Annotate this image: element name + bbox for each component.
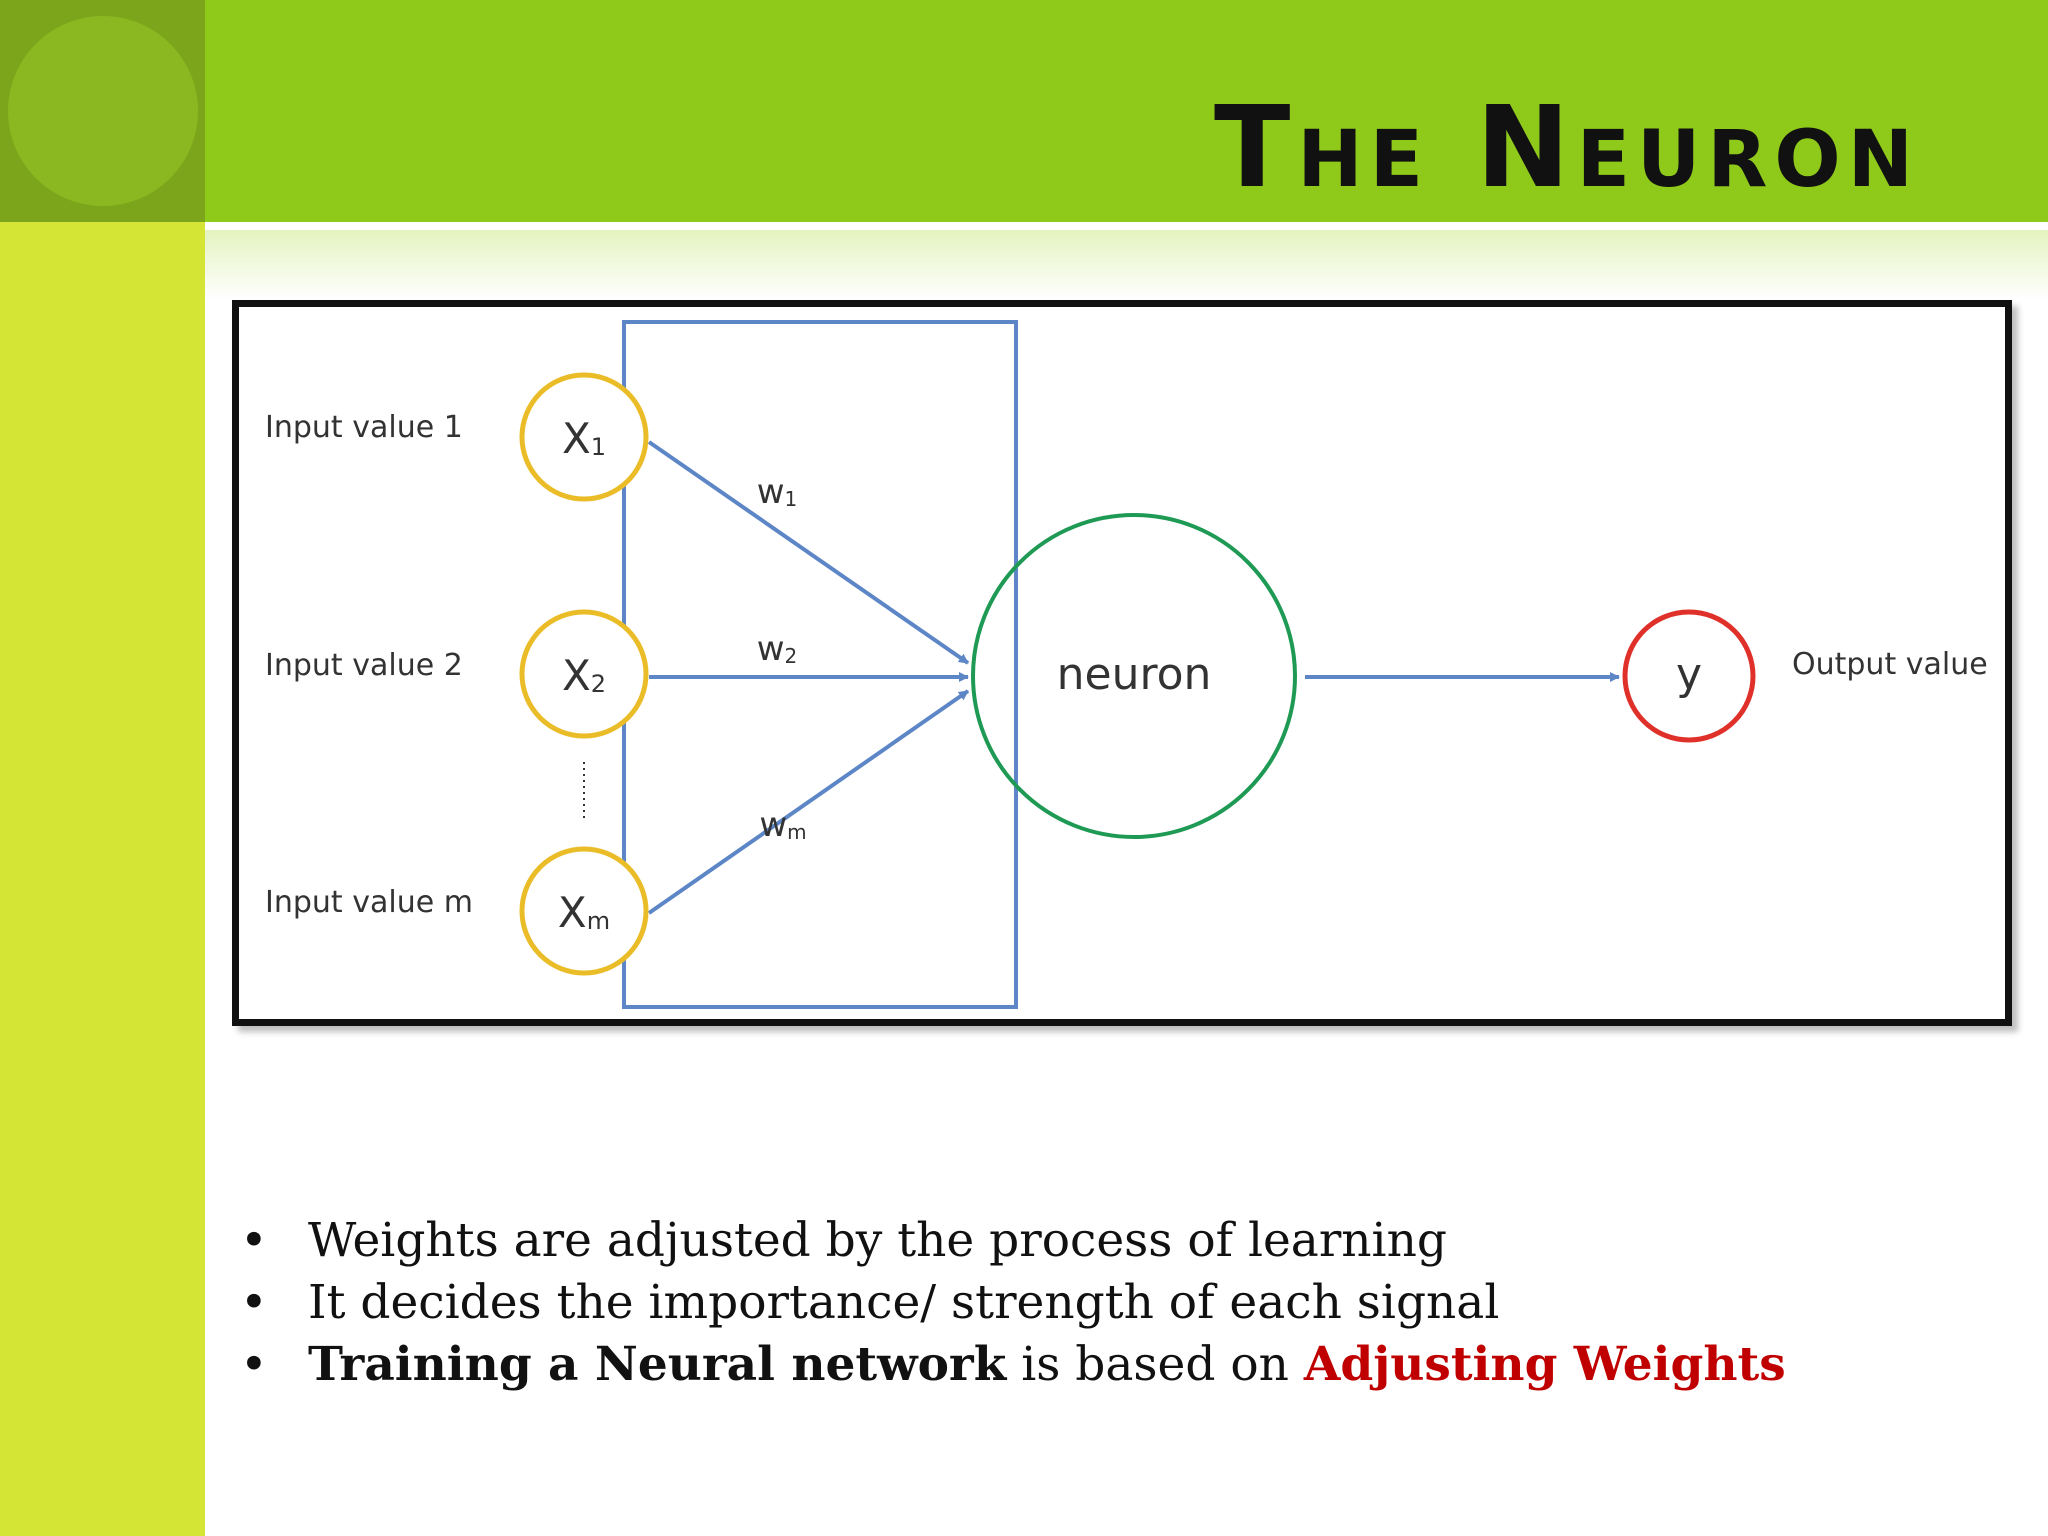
input-node-2-label: X2 bbox=[562, 651, 606, 700]
neuron-node bbox=[971, 513, 1297, 839]
header-divider bbox=[205, 222, 2048, 230]
sidebar-bar bbox=[0, 222, 205, 1536]
neuron-diagram-svg: Input value 1 Input value 2 Input value … bbox=[265, 320, 1988, 1009]
input-node-1-label: X1 bbox=[562, 414, 606, 463]
input-label-1: Input value 1 bbox=[265, 410, 463, 445]
bullet-list: Weights are adjusted by the process of l… bbox=[238, 1210, 1786, 1396]
bullet-text-2: It decides the importance/ strength of e… bbox=[308, 1275, 1500, 1330]
connector-w1 bbox=[647, 440, 970, 665]
output-node-label: y bbox=[1676, 649, 1702, 700]
neuron-label: neuron bbox=[1057, 649, 1212, 700]
input-label-m: Input value m bbox=[265, 885, 473, 920]
input-label-2: Input value 2 bbox=[265, 648, 463, 683]
slide-title: The Neuron bbox=[1214, 83, 1920, 213]
input-node-2 bbox=[519, 609, 649, 739]
weight-label-m: wm bbox=[759, 805, 806, 845]
input-node-m-label: Xm bbox=[558, 888, 610, 937]
weight-label-2: w2 bbox=[757, 629, 798, 669]
corner-block bbox=[0, 0, 205, 222]
bullet-item-1: Weights are adjusted by the process of l… bbox=[238, 1210, 1786, 1272]
input-node-m bbox=[519, 846, 649, 976]
bullet-text-3-middle: is based on bbox=[1006, 1337, 1304, 1392]
weight-label-1: w1 bbox=[757, 472, 798, 512]
bullet-text-1: Weights are adjusted by the process of l… bbox=[308, 1213, 1447, 1268]
output-node bbox=[1622, 609, 1756, 743]
output-value-label: Output value bbox=[1792, 647, 1988, 682]
connector-wm bbox=[647, 689, 970, 915]
bullet-text-3-accent: Adjusting Weights bbox=[1303, 1337, 1786, 1392]
decorative-circle bbox=[8, 16, 198, 206]
neuron-diagram: Input value 1 Input value 2 Input value … bbox=[232, 300, 2012, 1026]
weights-box bbox=[622, 320, 1018, 1009]
bullet-item-3: Training a Neural network is based on Ad… bbox=[238, 1334, 1786, 1396]
bullet-item-2: It decides the importance/ strength of e… bbox=[238, 1272, 1786, 1334]
header-gradient bbox=[205, 230, 2048, 300]
header-bar bbox=[205, 0, 2048, 222]
input-node-1 bbox=[519, 372, 649, 502]
bullet-text-3-bold: Training a Neural network bbox=[308, 1337, 1007, 1392]
